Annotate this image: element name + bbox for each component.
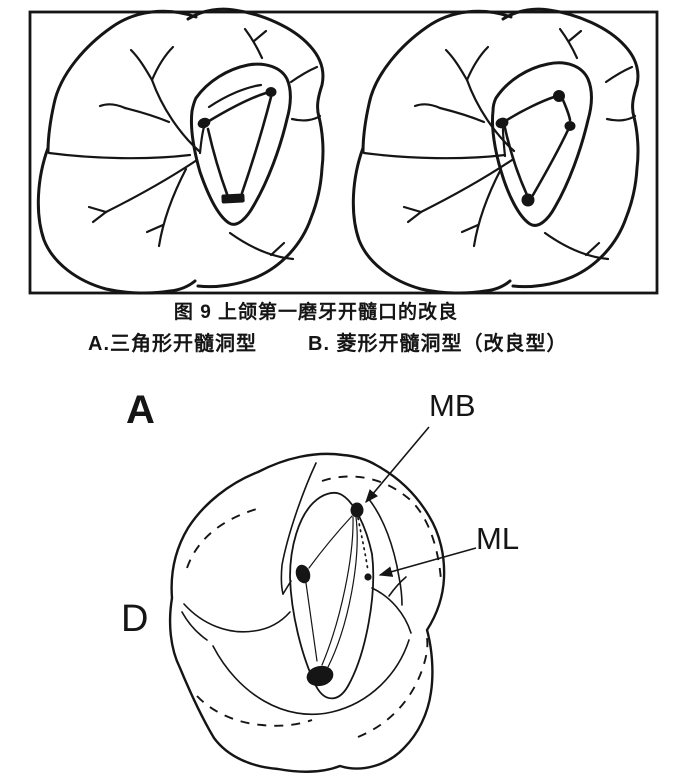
palatal-canal-dot [306,665,334,687]
mesial-orifice-dot-a [197,117,211,129]
ml-orifice-dot-b [564,121,576,131]
figure-caption: 图 9 上颌第一磨牙开髓口的改良 [173,302,459,323]
bottom-tooth-drawing [168,426,477,773]
mesial-orifice-dot-b [495,117,509,129]
mb-ml-dotted-groove [357,517,369,572]
mb-arrow [365,426,430,504]
palatal-orifice-bar-a [221,193,245,204]
cusp-dashed-arc-distal [357,637,429,738]
label-mb: MB [429,388,476,423]
access-cavity-a-triangular [190,62,292,226]
cusp-dashed-arc-mesial [196,695,313,727]
mesial-canal-dot [295,564,311,584]
cusp-dashed-arc-mesiobuccal [186,507,261,569]
panel-letter: A [126,388,155,432]
access-cavity-b-rhomboid [491,61,593,227]
mb-orifice-dot-b [553,90,565,102]
label-d: D [121,598,149,640]
access-cavity-outline [289,491,375,700]
mb-canal-dot [350,502,364,518]
cusp-dashed-arc-distobuccal [321,475,442,581]
label-ml: ML [476,521,520,556]
ml-canal-dot [364,573,372,581]
tooth-outline [168,452,446,773]
top-figure-box [28,10,659,295]
panel-b-caption: B. 菱形开髓洞型（改良型） [308,333,568,355]
ml-arrow [378,547,477,577]
palatal-orifice-dot-b [521,193,535,207]
panel-a-caption: A.三角形开髓洞型 [88,333,257,355]
mb-orifice-dot-a [265,87,277,97]
